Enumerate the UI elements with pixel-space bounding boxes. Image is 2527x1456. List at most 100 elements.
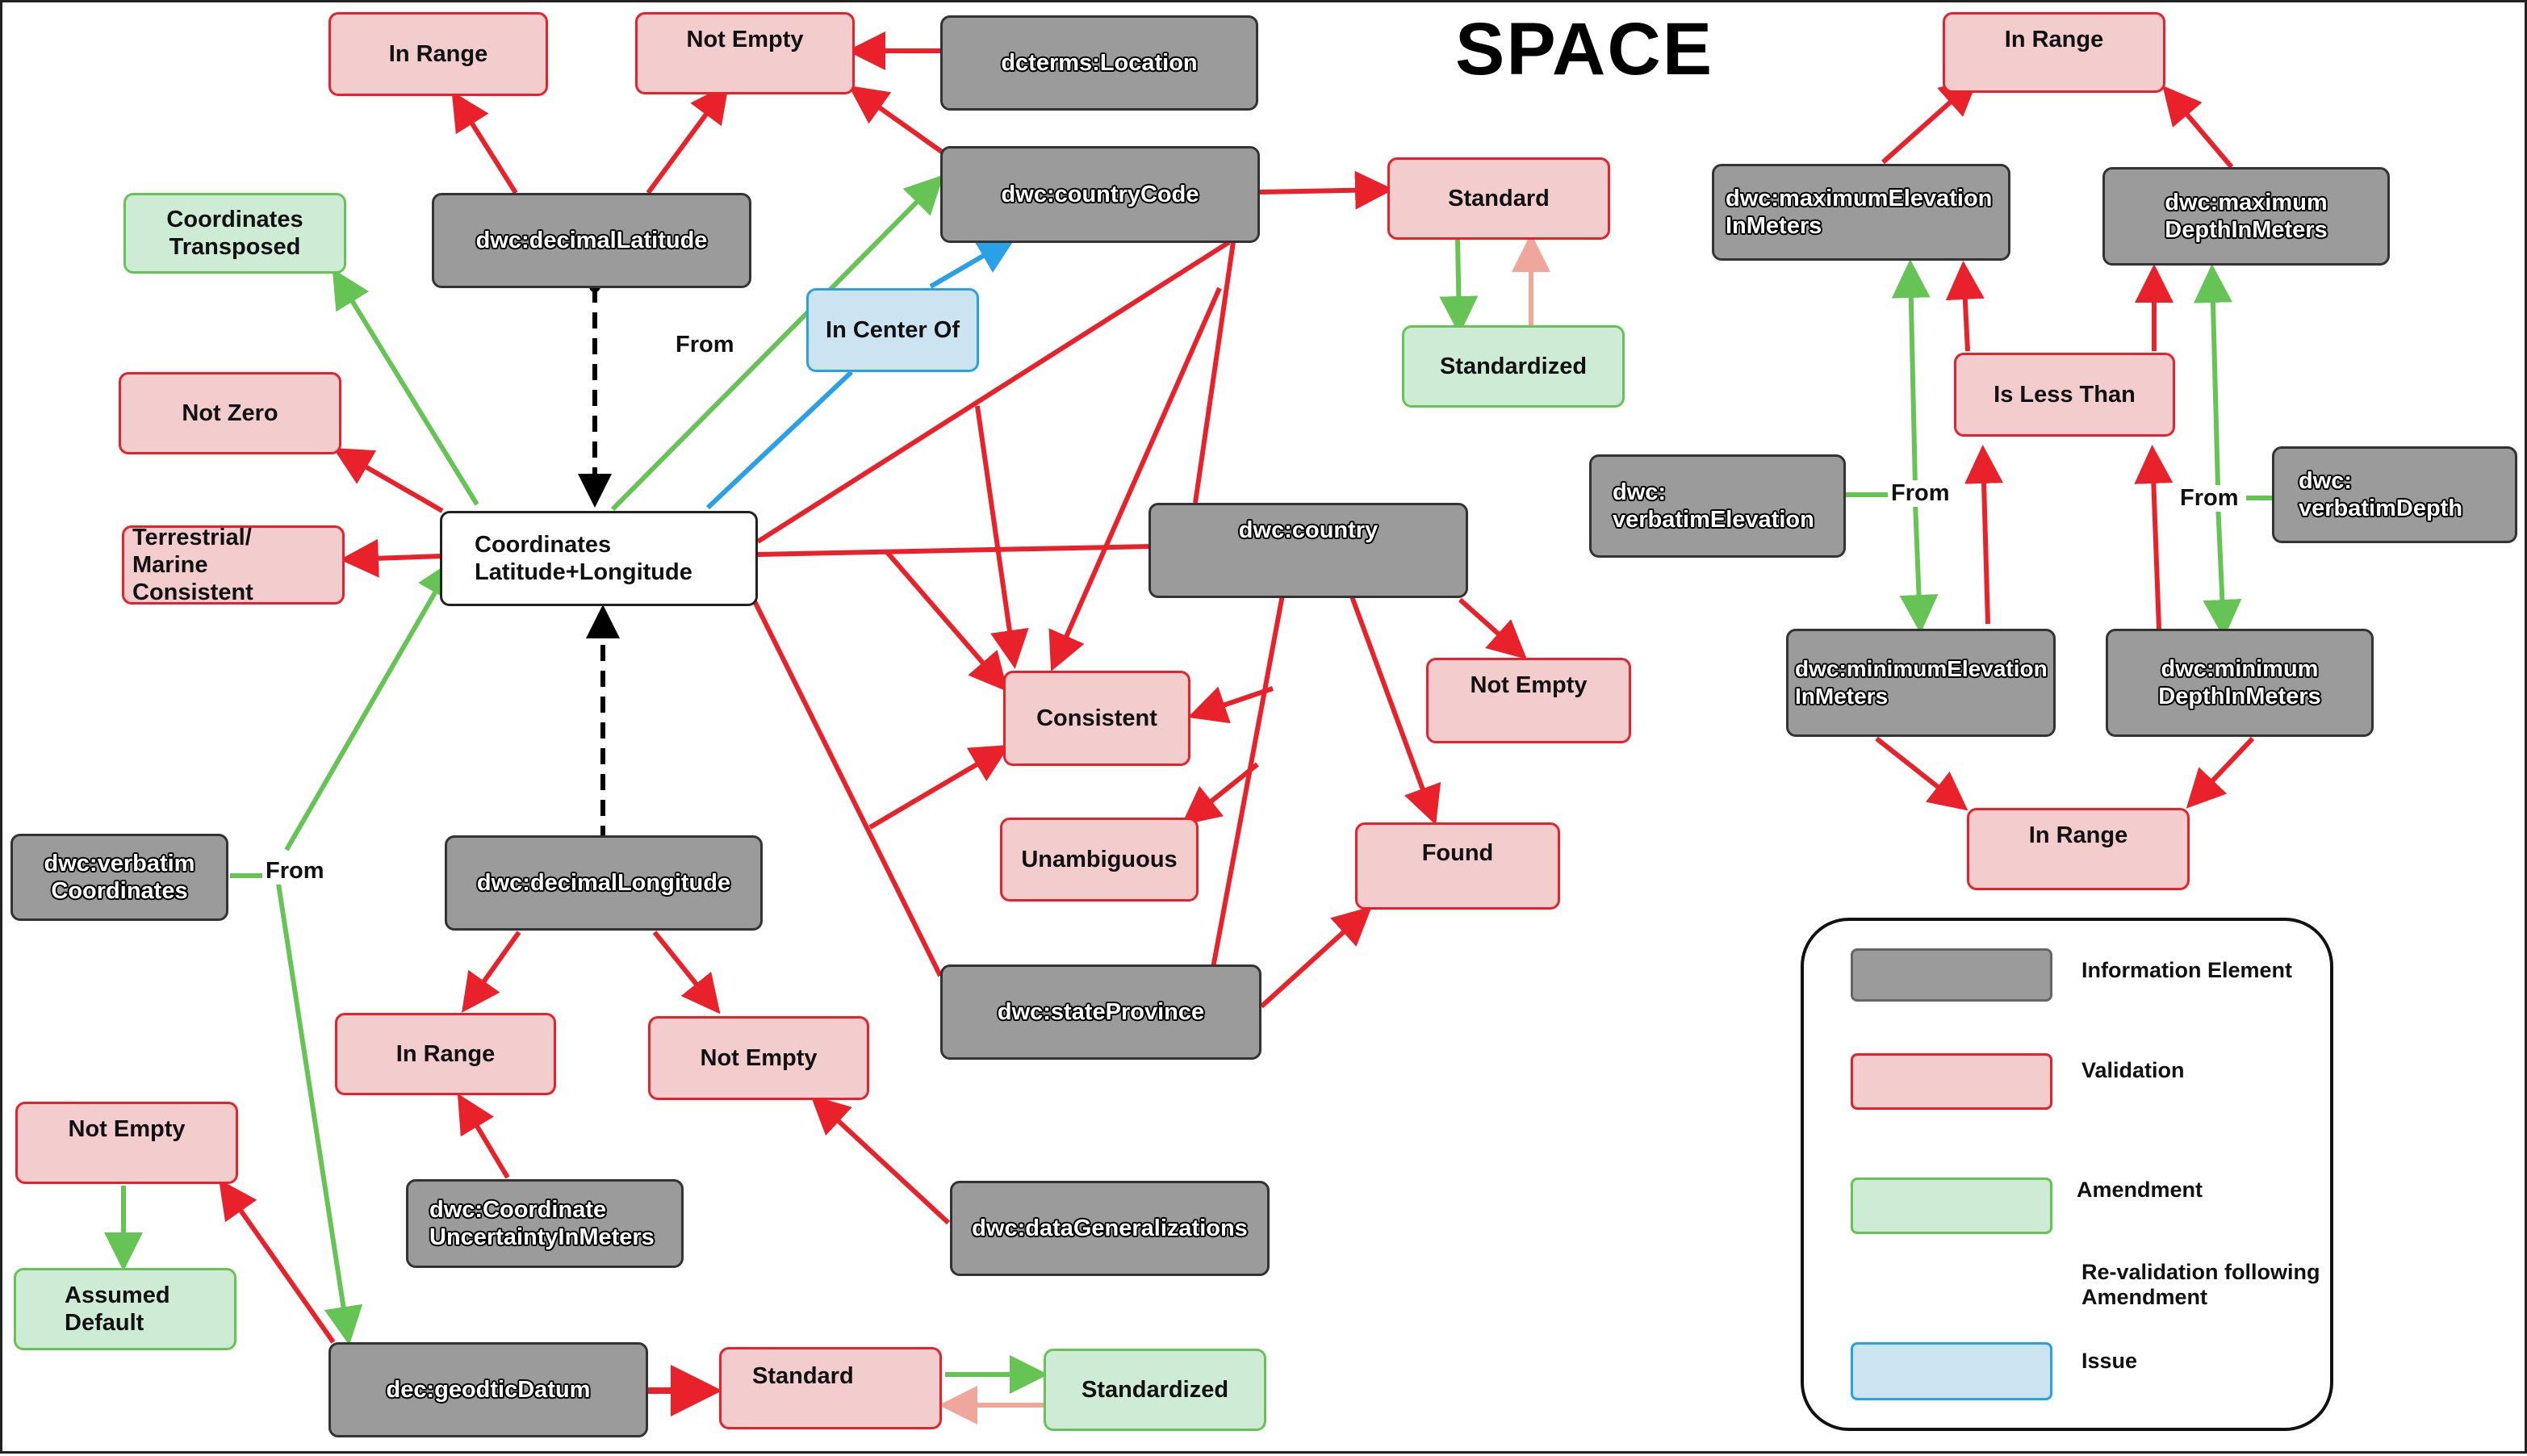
edge-countrycode-to-consistent-b bbox=[1048, 287, 1222, 672]
in-range-bottom-label: In Range bbox=[2028, 822, 2128, 848]
coordinates-label: Coordinates Latitude+Longitude bbox=[475, 532, 692, 585]
max-depth-label: dwc:maximum DepthInMeters bbox=[2165, 190, 2328, 243]
consistent-box: Consistent bbox=[1003, 671, 1190, 766]
edge-depth-up bbox=[2193, 264, 2232, 487]
from-label-verbatim-elevation: From bbox=[1888, 480, 1953, 507]
edge-generalizations-to-notempty bbox=[810, 1094, 951, 1225]
edge-elev-down bbox=[1899, 502, 1939, 634]
edge-coords-to-countrycode bbox=[756, 240, 1231, 544]
standardized-datum-label: Standardized bbox=[1081, 1377, 1229, 1403]
coordinate-uncertainty-box: dwc:Coordinate UncertaintyInMeters bbox=[406, 1179, 684, 1268]
not-empty-country-label: Not Empty bbox=[1470, 672, 1588, 698]
from-label-verbatim-depth: From bbox=[2177, 485, 2242, 512]
country-box: dwc:country bbox=[1148, 503, 1468, 598]
legend-validation-swatch bbox=[1851, 1053, 2052, 1110]
standardized-country-box: Standardized bbox=[1402, 325, 1625, 408]
legend-issue-swatch bbox=[1851, 1342, 2052, 1400]
not-empty-lat-box: Not Empty bbox=[635, 12, 855, 94]
edge-verbatim-to-datum bbox=[276, 883, 363, 1345]
in-center-of-box: In Center Of bbox=[806, 288, 979, 372]
verbatim-elevation-label: dwc: verbatimElevation bbox=[1613, 479, 1814, 533]
not-empty-lat-label: Not Empty bbox=[686, 27, 804, 52]
edge-mindepth-to-inrange bbox=[2186, 736, 2255, 809]
edge-split-to-consistent bbox=[884, 550, 1008, 692]
geodetic-datum-box: dec:geodticDatum bbox=[328, 1342, 648, 1437]
standardized-datum-box: Standardized bbox=[1044, 1349, 1266, 1431]
in-range-lat-box: In Range bbox=[328, 12, 548, 96]
edge-coords-to-transposed bbox=[332, 268, 479, 506]
in-range-bottom-box: In Range bbox=[1967, 808, 2190, 890]
edge-elev-up bbox=[1891, 259, 1931, 487]
edge-coords-to-incenterof bbox=[705, 370, 854, 510]
edge-country-to-consistent bbox=[1187, 686, 1274, 724]
edge-coords-to-terrestrial bbox=[340, 538, 443, 578]
not-empty-datum-label: Not Empty bbox=[68, 1116, 186, 1142]
standard-country-box: Standard bbox=[1387, 157, 1610, 240]
legend-information-swatch bbox=[1851, 948, 2052, 1002]
min-elevation-box: dwc:minimumElevation InMeters bbox=[1786, 629, 2056, 737]
legend-amendment-swatch bbox=[1851, 1178, 2052, 1234]
coordinates-box: Coordinates Latitude+Longitude bbox=[440, 511, 758, 606]
country-label: dwc:country bbox=[1238, 517, 1379, 543]
edge-countrycode-to-notempty bbox=[848, 86, 947, 157]
dcterms-location-box: dcterms:Location bbox=[940, 15, 1258, 111]
verbatim-coordinates-label: dwc:verbatim Coordinates bbox=[44, 851, 195, 904]
from-label-verbatim-coordinates: From bbox=[262, 858, 328, 885]
min-depth-label: dwc:minimum DepthInMeters bbox=[2158, 656, 2321, 709]
not-zero-label: Not Zero bbox=[182, 400, 278, 426]
dcterms-location-label: dcterms:Location bbox=[1001, 50, 1198, 76]
edge-countrycode-to-consistent-a bbox=[975, 405, 1029, 669]
data-generalizations-box: dwc:dataGeneralizations bbox=[950, 1181, 1270, 1276]
edge-incenterof-to-countrycode bbox=[929, 236, 1017, 289]
edge-maxdepth-to-inrange bbox=[2162, 85, 2234, 169]
in-range-lat-label: In Range bbox=[388, 41, 488, 67]
edge-standard-to-standardized bbox=[1439, 237, 1479, 335]
not-empty-datum-box: Not Empty bbox=[15, 1102, 238, 1184]
not-empty-lon-label: Not Empty bbox=[700, 1045, 818, 1071]
edge-minelev-to-islessthan bbox=[1964, 445, 2004, 625]
not-empty-lon-box: Not Empty bbox=[648, 1016, 869, 1100]
data-generalizations-label: dwc:dataGeneralizations bbox=[972, 1215, 1248, 1241]
verbatim-depth-label: dwc: verbatimDepth bbox=[2299, 468, 2463, 521]
edge-coords-from-countrycode bbox=[610, 174, 944, 512]
edge-uncertainty-to-inrange bbox=[457, 1093, 510, 1179]
legend-issue-label: Issue bbox=[2081, 1349, 2138, 1373]
edge-maxelev-to-inrange bbox=[1881, 77, 1979, 165]
country-code-box: dwc:countryCode bbox=[940, 146, 1260, 243]
coordinates-transposed-box: Coordinates Transposed bbox=[123, 193, 346, 274]
edge-islessthan-to-maxelev bbox=[1945, 261, 1985, 352]
edge-lon-to-inrange bbox=[462, 931, 521, 1013]
coordinate-uncertainty-label: dwc:Coordinate UncertaintyInMeters bbox=[429, 1197, 655, 1250]
edge-coords-to-stateprovince bbox=[752, 600, 943, 977]
unambiguous-label: Unambiguous bbox=[1021, 847, 1178, 872]
edge-coords-to-country bbox=[757, 544, 1152, 557]
terrestrial-marine-label: Terrestrial/ Marine Consistent bbox=[132, 525, 253, 605]
in-range-top-box: In Range bbox=[1943, 12, 2165, 93]
legend-amendment-label: Amendment bbox=[2077, 1178, 2203, 1202]
max-elevation-label: dwc:maximumElevation InMeters bbox=[1726, 186, 1993, 239]
standard-datum-box: Standard bbox=[719, 1347, 942, 1429]
max-depth-box: dwc:maximum DepthInMeters bbox=[2102, 167, 2390, 266]
edge-mindepth-to-islessthan bbox=[2134, 445, 2173, 630]
from-label-countrycode: From bbox=[672, 332, 738, 358]
edge-countrycode-to-country bbox=[1193, 241, 1236, 504]
consistent-label: Consistent bbox=[1036, 705, 1157, 731]
edge-lon-to-notempty bbox=[652, 931, 721, 1015]
coordinates-transposed-label: Coordinates Transposed bbox=[166, 207, 303, 260]
edge-stateprovince-to-found bbox=[1259, 906, 1372, 1009]
unambiguous-box: Unambiguous bbox=[1000, 818, 1199, 902]
verbatim-elevation-box: dwc: verbatimElevation bbox=[1589, 454, 1846, 558]
geodetic-datum-label: dec:geodticDatum bbox=[386, 1377, 591, 1403]
min-elevation-label: dwc:minimumElevation InMeters bbox=[1795, 656, 2048, 709]
is-less-than-label: Is Less Than bbox=[1994, 382, 2136, 408]
assumed-default-label: Assumed Default bbox=[65, 1282, 170, 1336]
in-range-top-label: In Range bbox=[2004, 27, 2104, 52]
diagram-title: SPACE bbox=[1455, 8, 1714, 90]
standardized-country-label: Standardized bbox=[1439, 354, 1588, 379]
edge-datum-to-notempty bbox=[219, 1179, 336, 1344]
decimal-longitude-label: dwc:decimalLongitude bbox=[476, 870, 731, 896]
legend-validation-label: Validation bbox=[2081, 1058, 2185, 1082]
standard-datum-label: Standard bbox=[752, 1363, 854, 1389]
edge-split2-to-consistent bbox=[868, 744, 1010, 830]
